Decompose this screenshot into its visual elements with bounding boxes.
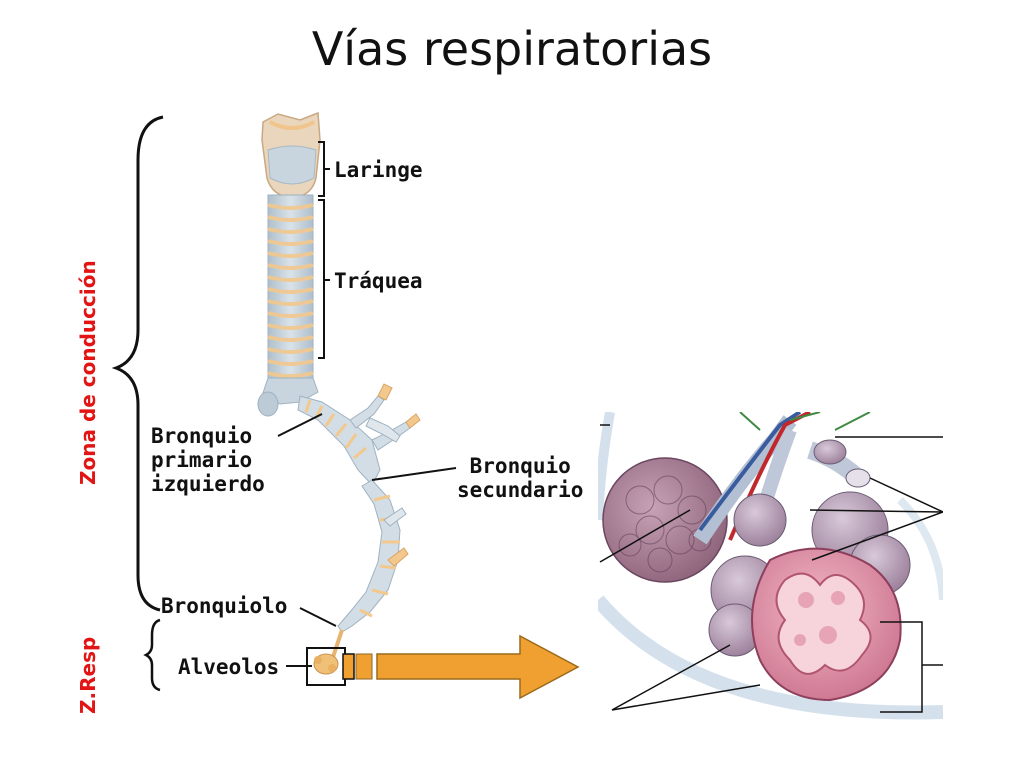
larynx-bracket [318,141,330,197]
trachea-illustration [267,194,314,381]
bronchiole-leader [299,607,337,627]
primary-bronchus-label: Bronquio primario izquierdo [151,424,265,496]
trachea-bracket [318,199,330,359]
conduction-zone-brace [111,115,164,612]
primary-bronchus-line-1: Bronquio [151,424,253,448]
larynx-illustration [261,111,321,199]
zoom-box-small [342,653,355,680]
secondary-bronchus-line-2: secundario [457,478,584,502]
primary-bronchus-line-2: primario [151,448,253,472]
bronchial-tree-illustration [257,377,421,675]
secondary-bronchus-label: Bronquio secundario [457,454,583,502]
secondary-bronchus-line-1: Bronquio [469,454,571,478]
secondary-bronchus-leader [371,467,457,481]
trachea-label: Tráquea [334,269,423,293]
respiratory-zone-label: Z.Resp [76,636,100,714]
conduction-zone-label: Zona de conducción [76,260,100,485]
arrow-right-icon [376,634,580,700]
primary-bronchus-line-3: izquierdo [151,472,265,496]
primary-bronchus-leader [277,413,323,437]
larynx-label: Laringe [334,158,423,182]
alveolar-sac-inset [598,412,943,720]
page-title: Vías respiratorias [311,22,713,76]
zoom-box-small-2 [355,653,373,680]
bronchiole-label: Bronquiolo [161,594,288,618]
respiratory-zone-brace [143,618,161,692]
alveoli-label: Alveolos [178,655,280,679]
